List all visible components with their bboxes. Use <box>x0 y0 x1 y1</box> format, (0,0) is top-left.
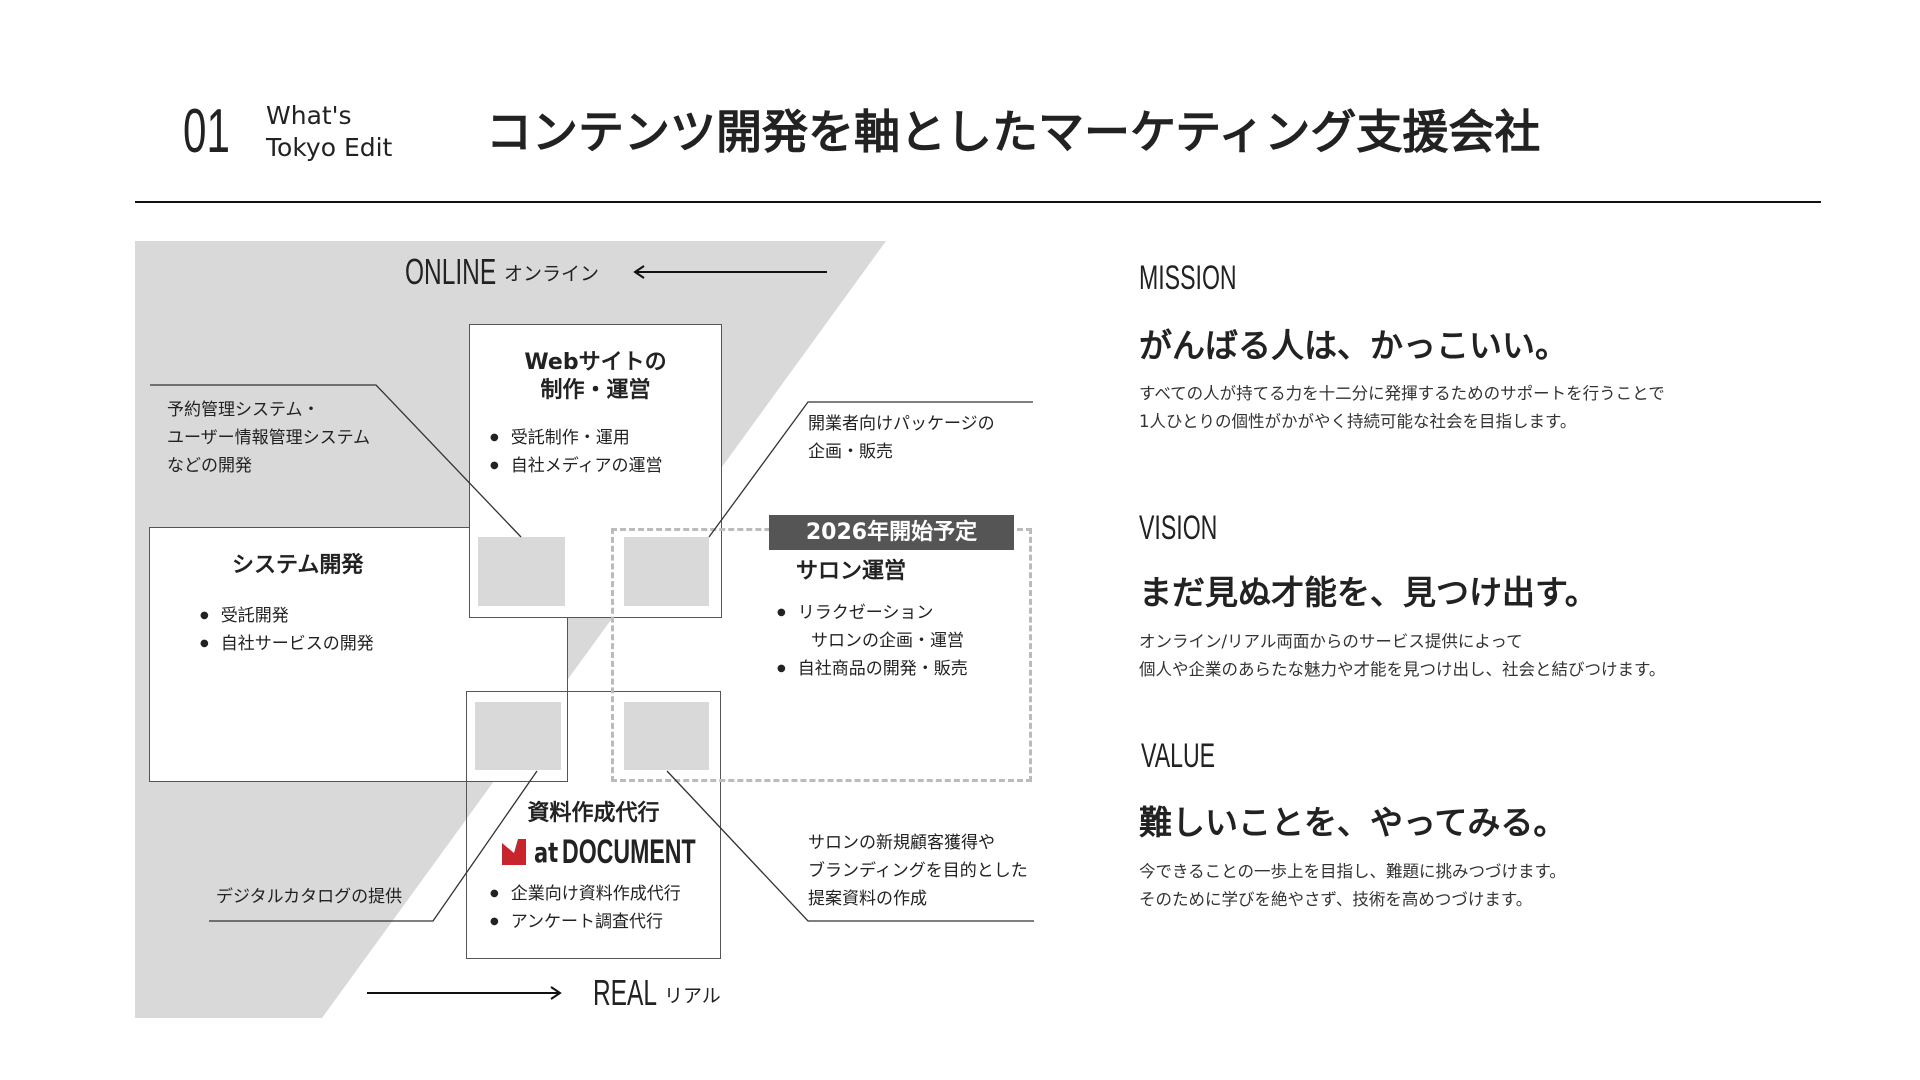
image-placeholder <box>475 702 561 770</box>
image-placeholder <box>624 537 709 606</box>
system-title: システム開発 <box>232 553 364 578</box>
real-label: REAL <box>593 972 657 1013</box>
salon-title: サロン運営 <box>796 559 907 584</box>
header-divider <box>135 201 1821 203</box>
image-placeholder <box>478 537 565 606</box>
section-number: 01 <box>183 97 230 166</box>
page-title: コンテンツ開発を軸としたマーケティング支援会社 <box>486 105 1541 159</box>
online-jp-label: オンライン <box>504 263 600 285</box>
callout-bottom-right: サロンの新規顧客獲得やブランディングを目的とした提案資料の作成 <box>808 833 1028 909</box>
vision-body: オンライン/リアル両面からのサービス提供によって個人や企業のあらたな魅力や才能を… <box>1139 632 1666 679</box>
value-heading: 難しいことを、やってみる。 <box>1139 803 1567 842</box>
online-label: ONLINE <box>405 251 497 292</box>
callout-top-left: 予約管理システム・ユーザー情報管理システムなどの開発 <box>167 400 371 476</box>
real-jp-label: リアル <box>664 985 721 1007</box>
at-document-logo-mark <box>502 839 526 865</box>
vision-label: VISION <box>1139 509 1218 547</box>
image-placeholder <box>624 702 709 770</box>
mission-label: MISSION <box>1139 259 1237 297</box>
value-body: 今できることの一歩上を目指し、難題に挑みつづけます。そのために学びを絶やさず、技… <box>1139 862 1566 909</box>
callout-bottom-left: デジタルカタログの提供 <box>216 887 403 907</box>
vision-heading: まだ見ぬ才能を、見つけ出す。 <box>1139 573 1598 612</box>
value-label: VALUE <box>1141 737 1216 775</box>
salon-start-badge: 2026年開始予定 <box>769 515 1014 550</box>
web-title: Webサイトの制作・運営 <box>524 350 667 403</box>
web-bullets: 受託制作・運用自社メディアの運営 <box>490 424 663 480</box>
callout-top-right: 開業者向けパッケージの企画・販売 <box>808 414 995 462</box>
document-bullets: 企業向け資料作成代行アンケート調査代行 <box>490 880 681 936</box>
mission-heading: がんばる人は、かっこいい。 <box>1139 326 1568 365</box>
at-document-logo: at DOCUMENT <box>502 833 752 871</box>
document-title: 資料作成代行 <box>527 801 660 826</box>
system-bullets: 受託開発自社サービスの開発 <box>200 602 374 658</box>
document-box <box>466 691 721 959</box>
